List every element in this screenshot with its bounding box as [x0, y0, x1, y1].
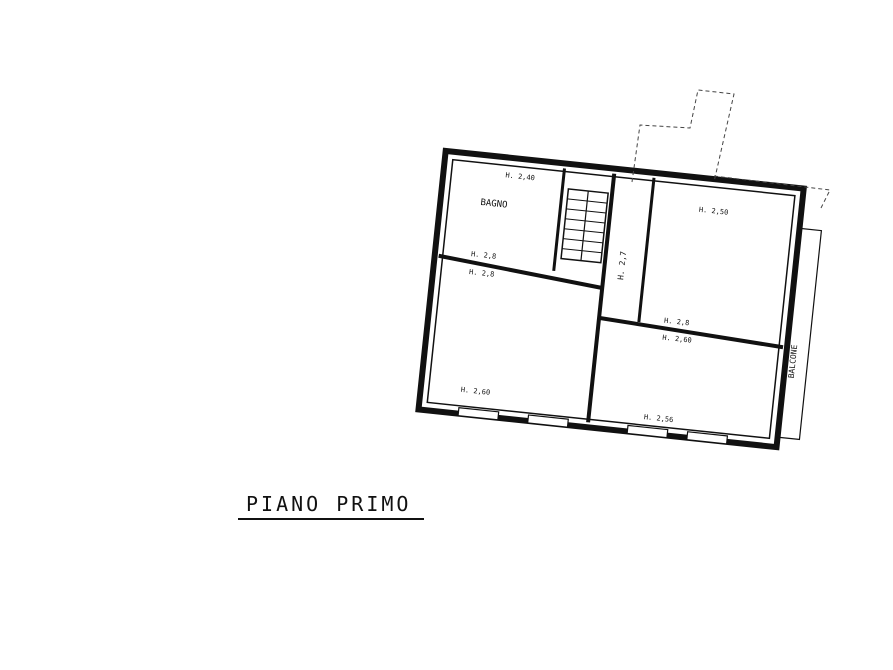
- height-label-left-top: H. 2,8: [471, 250, 497, 261]
- dashed-balcony-edge: [713, 175, 831, 211]
- outer-wall-inner-line: [426, 158, 796, 440]
- wall-left-horizontal: [438, 253, 603, 290]
- wall-bagno: [552, 168, 566, 272]
- floor-plan-group: BALCONE BAGNO H. 2,40 H. 2,8 H. 2,8 H. 2…: [415, 147, 823, 451]
- height-label-right-top: H. 2,50: [698, 206, 728, 217]
- windows-bottom: [457, 407, 729, 445]
- height-label-right-mid-b: H. 2,60: [662, 334, 692, 345]
- wall-right-horizontal: [598, 315, 784, 350]
- plan-title: PIANO PRIMO: [246, 492, 412, 516]
- bagno-label: BAGNO: [480, 198, 508, 211]
- height-label-corridor: H. 2,7: [616, 251, 628, 281]
- height-label-right-mid-a: H. 2,8: [664, 317, 690, 328]
- wall-center-vertical: [586, 173, 617, 423]
- height-label-bagno: H. 2,40: [505, 171, 535, 182]
- dashed-extension: [631, 89, 735, 183]
- height-label-left-bottom: H. 2,60: [460, 386, 490, 397]
- balcony: [776, 227, 823, 441]
- wall-corridor-vertical: [637, 177, 656, 323]
- height-label-right-bottom: H. 2,56: [644, 413, 674, 424]
- stairs: [560, 188, 609, 264]
- title-underline: [238, 518, 424, 520]
- height-label-left-under: H. 2,8: [469, 268, 495, 279]
- balcone-label: BALCONE: [787, 344, 799, 379]
